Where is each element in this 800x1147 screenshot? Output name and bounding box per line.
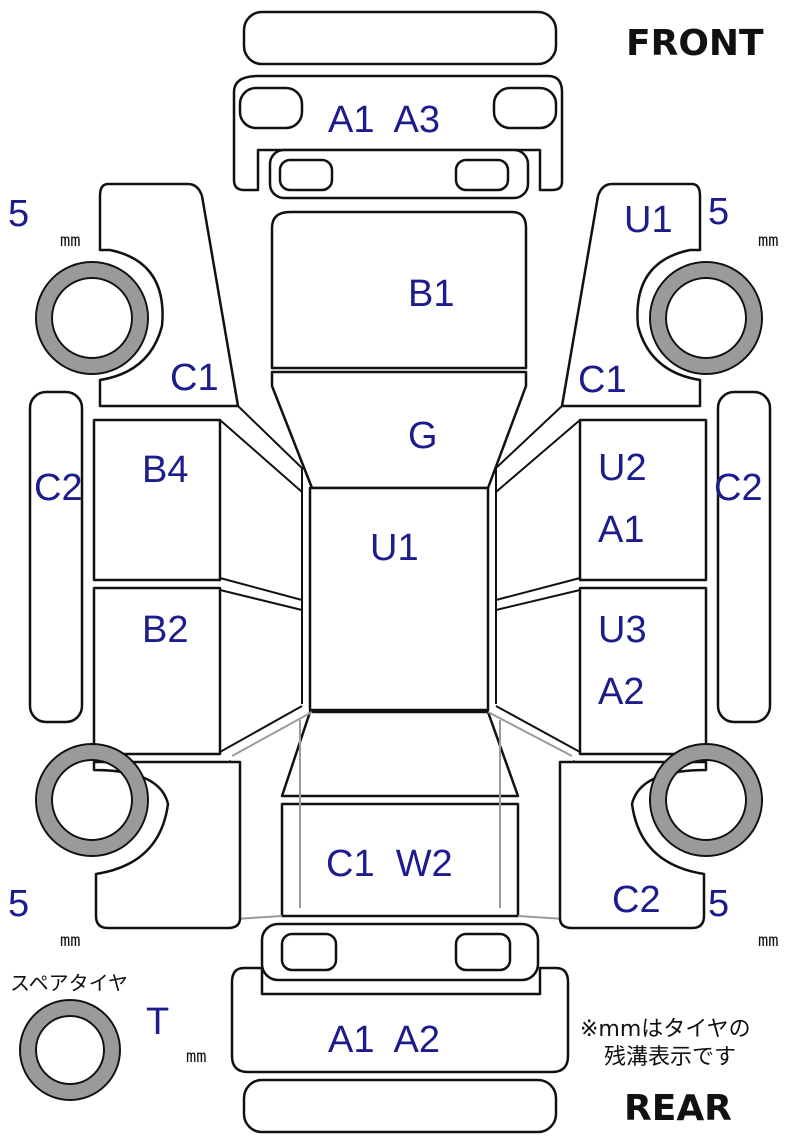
left-a-pillar	[237, 405, 303, 498]
rear-heading: REAR	[624, 1088, 732, 1129]
rear-window[interactable]	[280, 710, 520, 798]
note-line-2: 残溝表示です	[604, 1045, 736, 1070]
spare-unit: mm	[186, 1047, 206, 1067]
left-door-links	[219, 419, 303, 753]
front-bumper[interactable]	[232, 74, 564, 192]
tail-lamp-left[interactable]	[280, 932, 338, 972]
right-front-fender[interactable]	[560, 182, 702, 408]
trunk[interactable]	[280, 802, 520, 918]
roof[interactable]	[308, 486, 490, 712]
left-front-fender-code: C1	[170, 357, 219, 399]
rear-bumper-bottom[interactable]	[242, 1078, 558, 1134]
rear-bumper-codes: A1 A2	[328, 1019, 440, 1061]
right-front-door[interactable]	[578, 418, 708, 582]
left-rear-fender[interactable]	[92, 760, 242, 930]
fog-lamp-left[interactable]	[278, 158, 334, 192]
right-door-links	[495, 419, 581, 753]
rear-bumper[interactable]	[230, 966, 570, 1074]
front-bumper-top[interactable]	[242, 10, 558, 66]
right-rear-fender[interactable]	[558, 760, 708, 930]
right-front-door-code-a: U2	[598, 447, 647, 489]
right-a-pillar	[495, 405, 563, 498]
right-rear-door-code-a: U3	[598, 609, 647, 651]
tire-front-right[interactable]	[649, 261, 763, 375]
left-sill[interactable]	[28, 390, 84, 724]
right-rear-fender-code: C2	[612, 879, 661, 921]
left-front-door-code: B4	[142, 449, 188, 491]
left-front-door[interactable]	[92, 418, 222, 582]
tail-lamp-right[interactable]	[454, 932, 512, 972]
right-front-fender-code: C1	[578, 359, 627, 401]
front-heading: FRONT	[626, 23, 764, 64]
tire-spare[interactable]	[19, 999, 121, 1101]
left-front-fender[interactable]	[98, 182, 240, 408]
tread-front-left-unit: mm	[60, 231, 80, 251]
windshield-code: G	[408, 415, 438, 457]
trunk-codes: C1 W2	[326, 843, 453, 885]
headlight-right[interactable]	[492, 86, 558, 130]
tire-front-left[interactable]	[35, 261, 149, 375]
tread-rear-right-value: 5	[708, 883, 729, 925]
roof-code: U1	[370, 527, 419, 569]
right-rear-door-code-b: A2	[598, 671, 644, 713]
front-bumper-codes: A1 A3	[328, 99, 440, 141]
fog-lamp-right[interactable]	[454, 158, 510, 192]
tread-rear-left-value: 5	[8, 883, 29, 925]
hood-code: B1	[408, 273, 454, 315]
tread-rear-right-unit: mm	[758, 931, 778, 951]
spare-label: スペアタイヤ	[10, 971, 128, 995]
left-sill-code: C2	[34, 467, 83, 509]
right-rear-door[interactable]	[578, 586, 708, 756]
tire-rear-left[interactable]	[35, 743, 149, 857]
tread-rear-left-unit: mm	[60, 931, 80, 951]
right-front-fender-top-code: U1	[624, 199, 673, 241]
tire-rear-right[interactable]	[649, 743, 763, 857]
windshield[interactable]	[270, 370, 528, 490]
tread-front-right-unit: mm	[758, 231, 778, 251]
spare-code: T	[146, 1001, 169, 1043]
headlight-left[interactable]	[238, 86, 304, 130]
tread-front-left-value: 5	[8, 193, 29, 235]
left-rear-door-code: B2	[142, 609, 188, 651]
right-sill-code: C2	[714, 467, 763, 509]
tread-front-right-value: 5	[708, 191, 729, 233]
hood[interactable]	[270, 210, 528, 370]
right-sill[interactable]	[716, 390, 772, 724]
note-line-1: ※mmはタイヤの	[580, 1017, 751, 1042]
left-rear-door[interactable]	[92, 586, 222, 756]
right-front-door-code-b: A1	[598, 509, 644, 551]
